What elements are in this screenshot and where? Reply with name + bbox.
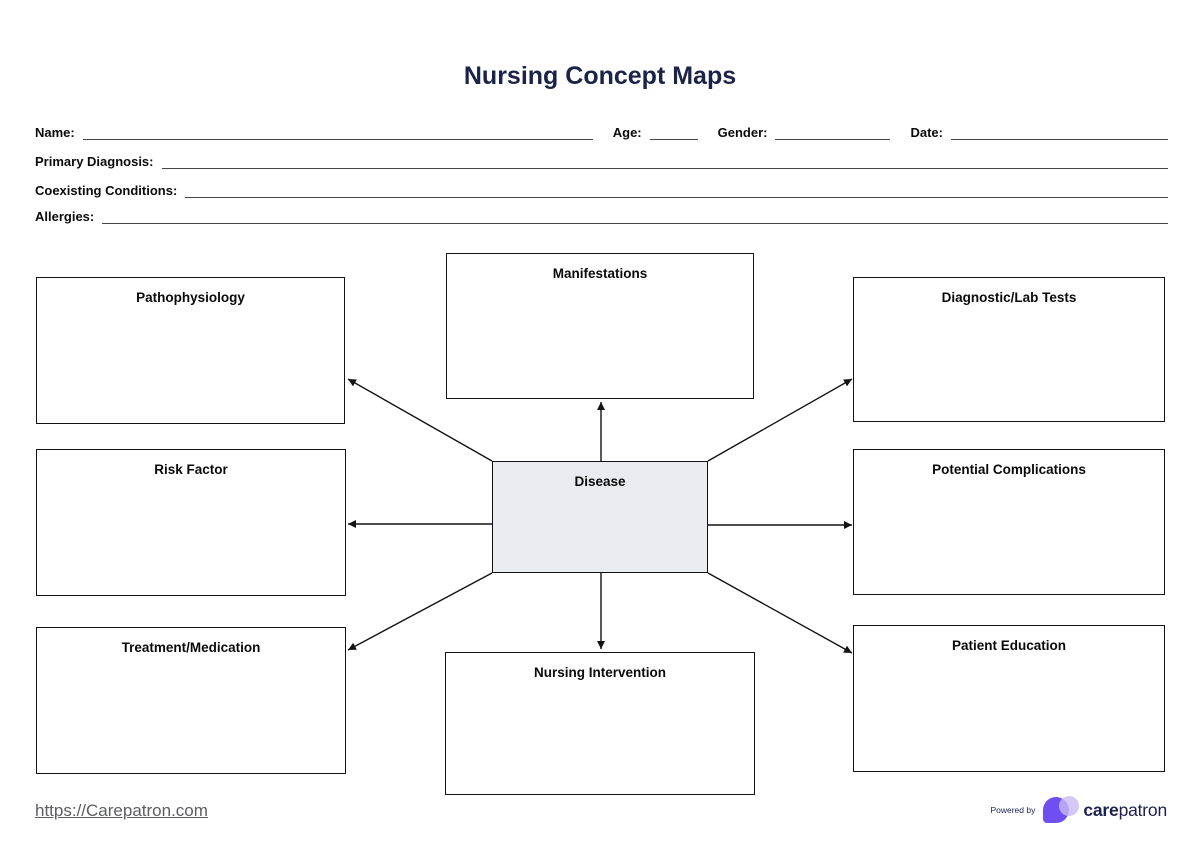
node-risk-factor[interactable]: Risk Factor: [36, 449, 346, 596]
powered-by-brand: Powered by carepatron: [990, 795, 1167, 825]
carepatron-wordmark: carepatron: [1083, 800, 1167, 821]
allergies-input-line[interactable]: [102, 207, 1168, 224]
node-disease-label: Disease: [574, 474, 626, 489]
gender-label: Gender:: [717, 125, 768, 140]
powered-by-label: Powered by: [990, 805, 1036, 815]
patient-info-row-4: Allergies:: [35, 206, 1168, 224]
allergies-label: Allergies:: [35, 209, 95, 224]
node-risk-factor-label: Risk Factor: [154, 462, 228, 477]
node-diagnostic-lab-tests-label: Diagnostic/Lab Tests: [941, 290, 1077, 305]
primary-diagnosis-input-line[interactable]: [161, 152, 1168, 169]
date-input-line[interactable]: [951, 123, 1168, 140]
node-potential-complications[interactable]: Potential Complications: [853, 449, 1165, 595]
node-diagnostic-lab-tests[interactable]: Diagnostic/Lab Tests: [853, 277, 1165, 422]
node-pathophysiology[interactable]: Pathophysiology: [36, 277, 345, 424]
patient-info-row-1: Name: Age: Gender: Date:: [35, 122, 1168, 140]
gender-input-line[interactable]: [775, 123, 891, 140]
carepatron-website-link[interactable]: https://Carepatron.com: [35, 801, 208, 820]
carepatron-logo-icon: [1043, 796, 1081, 824]
date-label: Date:: [910, 125, 943, 140]
coexisting-conditions-input-line[interactable]: [185, 181, 1168, 198]
page-title: Nursing Concept Maps: [463, 62, 737, 90]
wordmark-patron: patron: [1118, 799, 1168, 820]
node-treatment-medication-label: Treatment/Medication: [121, 640, 261, 655]
primary-diagnosis-label: Primary Diagnosis:: [35, 154, 154, 169]
node-manifestations-label: Manifestations: [552, 266, 648, 281]
node-patient-education-label: Patient Education: [951, 638, 1066, 653]
age-label: Age:: [612, 125, 642, 140]
node-treatment-medication[interactable]: Treatment/Medication: [36, 627, 346, 774]
node-potential-complications-label: Potential Complications: [932, 462, 1086, 477]
patient-info-row-2: Primary Diagnosis:: [35, 151, 1168, 169]
name-label: Name:: [35, 125, 75, 140]
node-manifestations[interactable]: Manifestations: [446, 253, 754, 399]
node-nursing-intervention[interactable]: Nursing Intervention: [445, 652, 755, 795]
age-input-line[interactable]: [649, 123, 698, 140]
patient-info-row-3: Coexisting Conditions:: [35, 180, 1168, 198]
node-pathophysiology-label: Pathophysiology: [136, 290, 245, 305]
node-disease-center[interactable]: Disease: [492, 461, 708, 573]
wordmark-care: care: [1083, 799, 1119, 820]
name-input-line[interactable]: [82, 123, 593, 140]
coexisting-conditions-label: Coexisting Conditions:: [35, 183, 178, 198]
node-patient-education[interactable]: Patient Education: [853, 625, 1165, 772]
arrow-disease-to-treatment-medication: [347, 572, 493, 651]
arrow-disease-to-patient-education: [707, 572, 853, 654]
node-nursing-intervention-label: Nursing Intervention: [533, 665, 666, 680]
logo-dot-shape: [1059, 796, 1080, 816]
